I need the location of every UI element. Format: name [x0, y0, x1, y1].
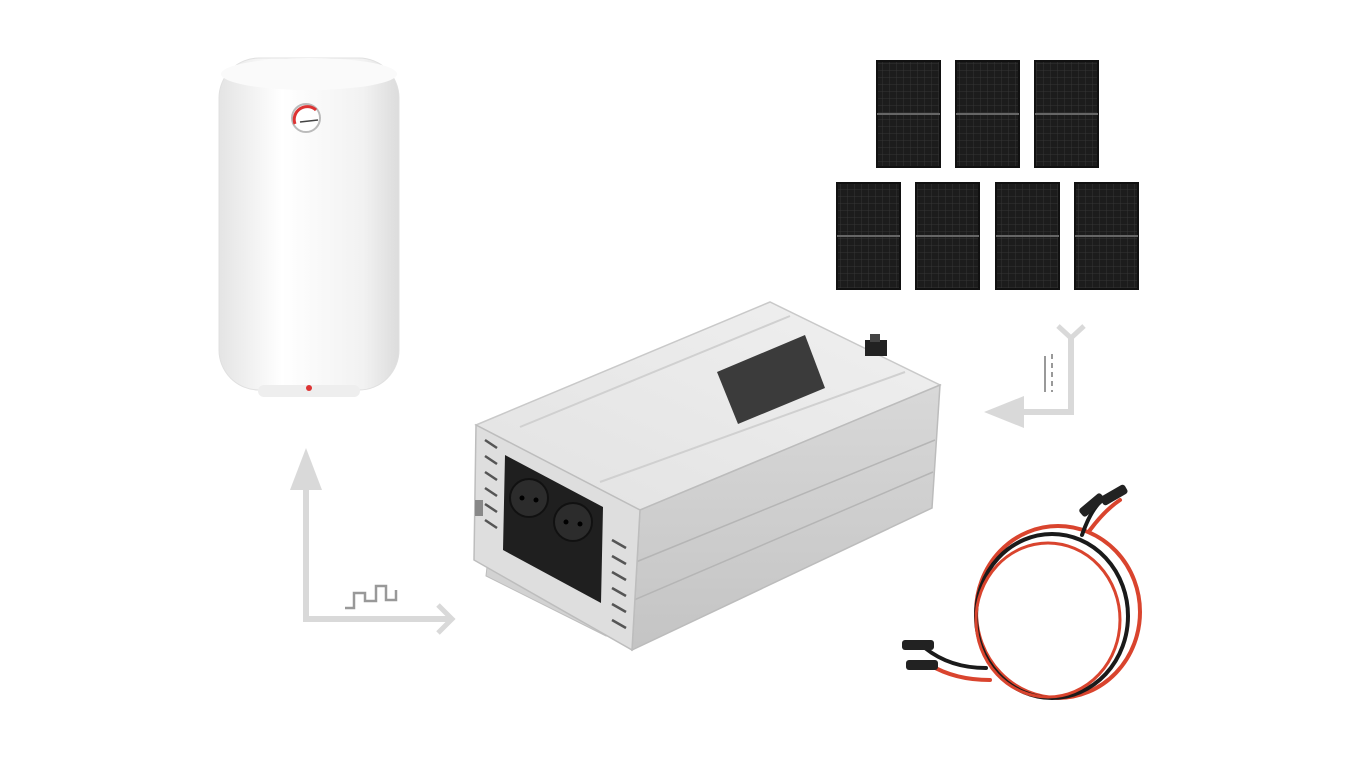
- solar-panel-icon: [955, 60, 1020, 168]
- solar-panel-icon: [915, 182, 980, 290]
- inverter-label-plate: [717, 335, 825, 424]
- mc4-cable-icon: [902, 484, 1142, 700]
- solar-panel-icon: [995, 182, 1060, 290]
- power-socket-icon: [553, 502, 593, 542]
- thermostat-dial-icon: [291, 103, 321, 133]
- ac-output-arrow-icon: [290, 448, 456, 635]
- power-socket-icon: [509, 478, 549, 518]
- solar-panel-icon: [836, 182, 901, 290]
- water-heater-icon: [218, 57, 400, 397]
- solar-panels-group: [836, 60, 1139, 290]
- solar-panel-icon: [1034, 60, 1099, 168]
- solar-panel-icon: [1074, 182, 1139, 290]
- ac-wave-icon: [345, 584, 398, 610]
- solar-panel-icon: [876, 60, 941, 168]
- dc-connector-icon: [865, 334, 887, 356]
- dc-input-arrow-icon: [984, 324, 1086, 428]
- mc4-connector-icon: [902, 640, 938, 670]
- mc4-connector-icon: [1079, 484, 1128, 517]
- solar-inverter-icon: [473, 301, 942, 652]
